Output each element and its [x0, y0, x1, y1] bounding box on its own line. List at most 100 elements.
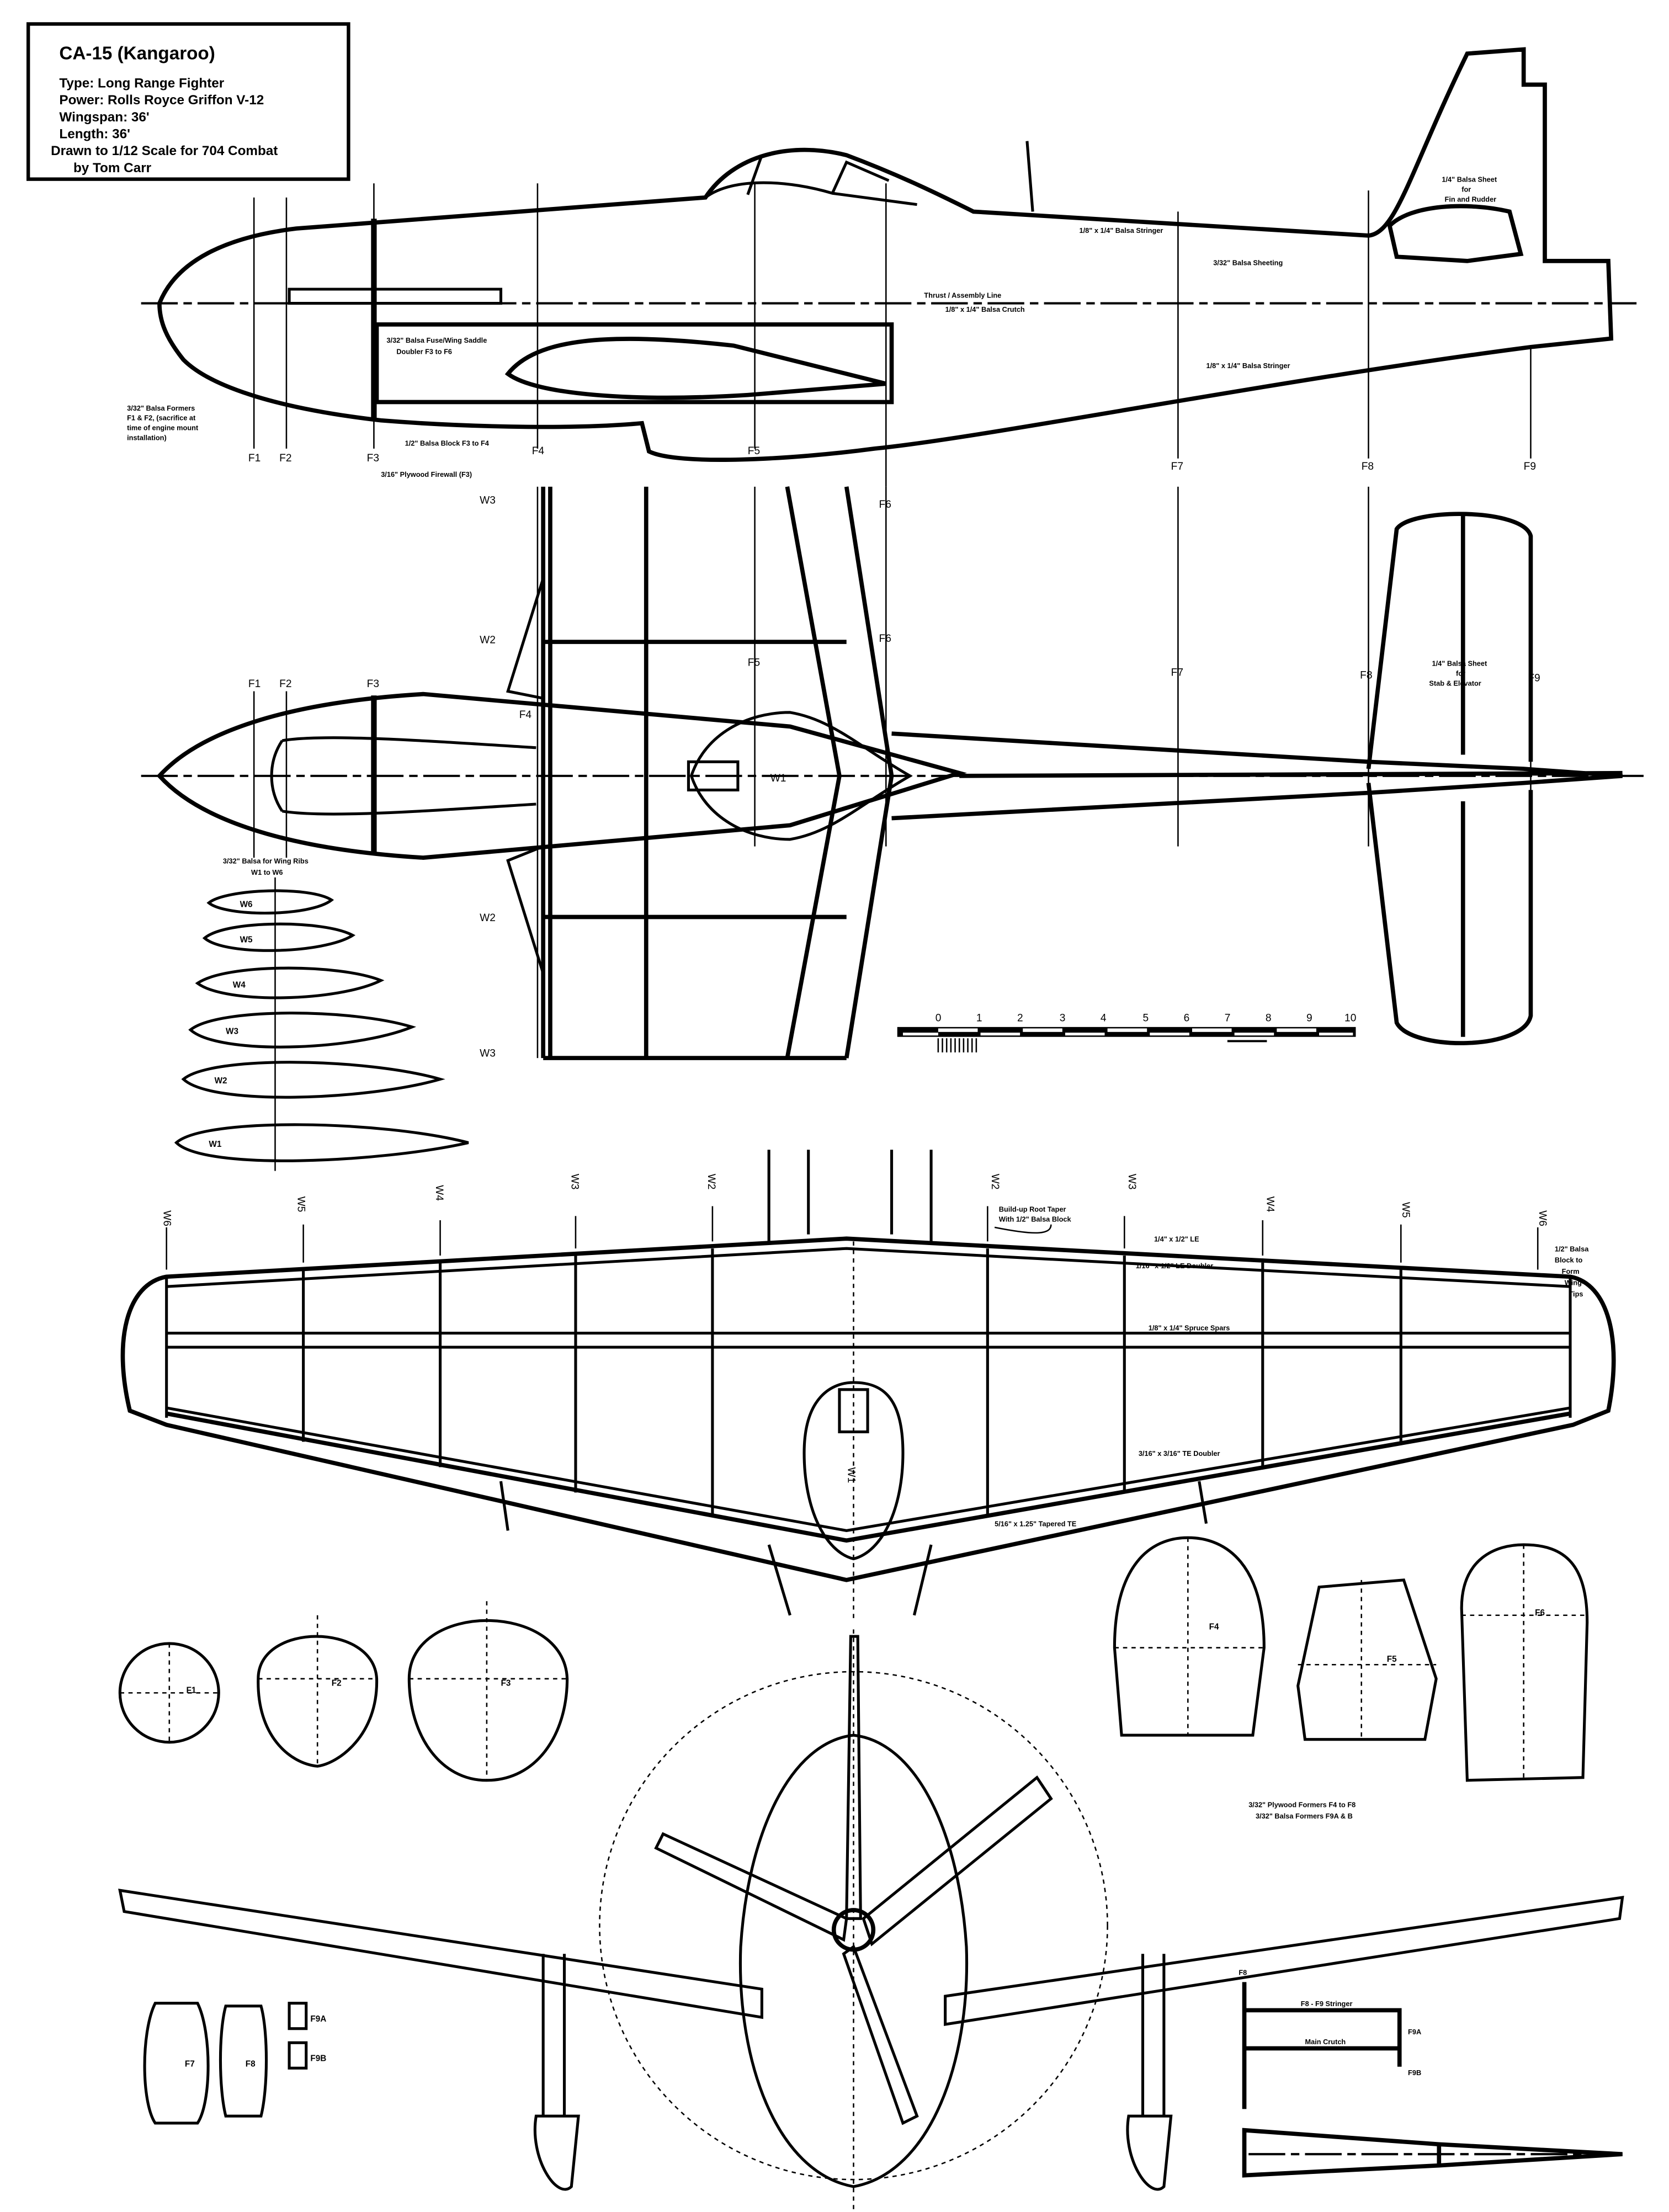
fuselage-side-outline — [157, 47, 1614, 462]
rib-label-w1: W1 — [209, 1140, 221, 1149]
scale-tick-8: 8 — [1266, 1013, 1272, 1024]
rib-label-w5: W5 — [240, 935, 253, 944]
label-top-stringer: 1/8" x 1/4" Balsa Stringer — [1079, 226, 1163, 235]
side-label-f3: F3 — [367, 453, 379, 464]
wing-station-left-w3: W3 — [568, 1174, 580, 1190]
former-label-f4: F4 — [1209, 1622, 1219, 1631]
stab-note-2: for — [1456, 669, 1465, 677]
top-label-f4: F4 — [519, 709, 532, 721]
scale-tick-0: 0 — [936, 1013, 942, 1024]
formers-note-2: F1 & F2, (sacrifice at — [127, 414, 196, 422]
former-label-f9a: F9A — [310, 2014, 326, 2024]
side-label-f1: F1 — [248, 453, 261, 464]
wing-ribs: 3/32" Balsa for Wing Ribs W1 to W6 W6 W5… — [174, 857, 469, 1171]
label-firewall: 3/16" Plywood Firewall (F3) — [381, 470, 472, 478]
former-f7 — [143, 2002, 210, 2125]
stringer-f8: F8 — [1239, 1969, 1247, 1977]
rib-w5 — [202, 922, 356, 952]
former-label-f2: F2 — [332, 1679, 342, 1688]
horizontal-stab — [1366, 512, 1533, 1045]
rib-w1 — [174, 1123, 469, 1162]
canopy — [704, 155, 917, 206]
formers-note-4: installation) — [127, 434, 167, 442]
fin-note-3: Fin and Rudder — [1445, 195, 1497, 204]
side-label-f4: F4 — [532, 445, 545, 457]
top-label-f7: F7 — [1171, 667, 1183, 678]
stringer-f9b: F9B — [1408, 2069, 1421, 2077]
label-le: 1/4" x 1/2" LE — [1154, 1235, 1199, 1243]
scale-tick-9: 9 — [1306, 1013, 1312, 1024]
title-frame — [26, 22, 350, 181]
tip-note-3: Form — [1562, 1267, 1580, 1275]
fuselage-plan-lines — [767, 1150, 933, 1616]
tip-note-4: Wing- — [1565, 1279, 1584, 1287]
rib-w2 — [181, 1061, 445, 1099]
antenna — [1025, 141, 1034, 212]
wing-station-ticks — [166, 1206, 1539, 1270]
power-line: Power: Rolls Royce Griffon V-12 — [59, 93, 264, 108]
root-taper-arrow — [994, 1224, 1052, 1234]
rib-label-w4: W4 — [233, 980, 246, 990]
former-label-f1: F1 — [186, 1685, 196, 1695]
tail-fairing — [1387, 204, 1524, 263]
scale-tick-7: 7 — [1225, 1013, 1231, 1024]
fin-note-2: for — [1461, 185, 1471, 194]
station-w3-top: W3 — [480, 495, 496, 507]
te-doubler — [166, 1406, 1571, 1532]
formers-note-1: 3/32" Balsa Formers — [127, 404, 195, 412]
wing-station-left-w5: W5 — [295, 1197, 306, 1213]
former-f2 — [257, 1635, 379, 1768]
label-tapered-te: 5/16" x 1.25" Tapered TE — [995, 1520, 1077, 1528]
formers: F1 F2 F3 F4 F5 F6 3/32" Plywood Formers … — [118, 1536, 1589, 2125]
formers-note-balsa: 3/32" Balsa Formers F9A & B — [1256, 1812, 1353, 1820]
station-w2-bottom: W2 — [480, 912, 496, 924]
formers-note-plywood: 3/32" Plywood Formers F4 to F8 — [1248, 1800, 1356, 1809]
label-sheeting: 3/32" Balsa Sheeting — [1213, 259, 1283, 267]
scale-tick-2: 2 — [1017, 1013, 1023, 1024]
side-label-f7: F7 — [1171, 461, 1183, 472]
former-label-f7: F7 — [185, 2060, 195, 2069]
spinner — [831, 1908, 876, 1952]
stringer-detail: F8 F8 - F9 Stringer Main Crutch F9A F9B — [1239, 1969, 1623, 2178]
station-w2-top: W2 — [480, 635, 496, 646]
landing-gear-left — [533, 1954, 580, 2191]
scale-tick-1: 1 — [976, 1013, 982, 1024]
root-taper-note-2: With 1/2" Balsa Block — [999, 1215, 1072, 1224]
stringer-frame — [1242, 1982, 1402, 2109]
fin-note-1: 1/4" Balsa Sheet — [1442, 176, 1497, 184]
wing-station-left-w2: W2 — [705, 1174, 717, 1190]
former-centerlines — [120, 1538, 1587, 1780]
wing-station-right-w4: W4 — [1264, 1197, 1275, 1213]
side-label-f5: F5 — [748, 445, 760, 457]
top-label-f5: F5 — [748, 657, 760, 668]
rib-w4 — [195, 966, 385, 999]
former-label-f3: F3 — [501, 1679, 511, 1688]
landing-gear-right — [1126, 1954, 1173, 2191]
former-f1 — [118, 1642, 220, 1744]
scale-tick-6: 6 — [1184, 1013, 1190, 1024]
former-label-f9b: F9B — [310, 2054, 326, 2063]
scale-line: Drawn to 1/12 Scale for 704 Combat — [51, 143, 278, 158]
center-rib-w1: W1 — [770, 773, 786, 784]
wing-station-left-w4: W4 — [433, 1185, 445, 1201]
former-f4 — [1113, 1536, 1266, 1737]
label-thrust-line: Thrust / Assembly Line — [924, 291, 1001, 299]
former-stations-top — [253, 486, 1532, 1059]
former-label-f8: F8 — [246, 2060, 256, 2069]
former-label-f6: F6 — [1535, 1608, 1545, 1618]
wing-top-view — [541, 486, 894, 1060]
wing-station-right-w5: W5 — [1400, 1202, 1411, 1218]
ribs-note-1: 3/32" Balsa for Wing Ribs — [223, 857, 309, 865]
scale-tick-5: 5 — [1143, 1013, 1149, 1024]
tail-cone-plan — [1242, 2128, 1623, 2178]
wing-station-right-w6: W6 — [1537, 1210, 1548, 1226]
rib-label-w6: W6 — [240, 900, 253, 910]
canopy-plan — [802, 1381, 905, 1561]
label-saddle-1: 3/32" Balsa Fuse/Wing Saddle — [386, 336, 487, 344]
side-view: F1 F2 F3 F4 F5 F6 F7 F8 F9 1/8" x 1/4" B… — [127, 47, 1637, 511]
formers-note-3: time of engine mount — [127, 424, 199, 432]
front-fuselage — [738, 1734, 969, 2188]
type-line: Type: Long Range Fighter — [59, 76, 224, 91]
former-label-f5: F5 — [1387, 1655, 1397, 1664]
wing-station-right-w3: W3 — [1126, 1174, 1138, 1190]
